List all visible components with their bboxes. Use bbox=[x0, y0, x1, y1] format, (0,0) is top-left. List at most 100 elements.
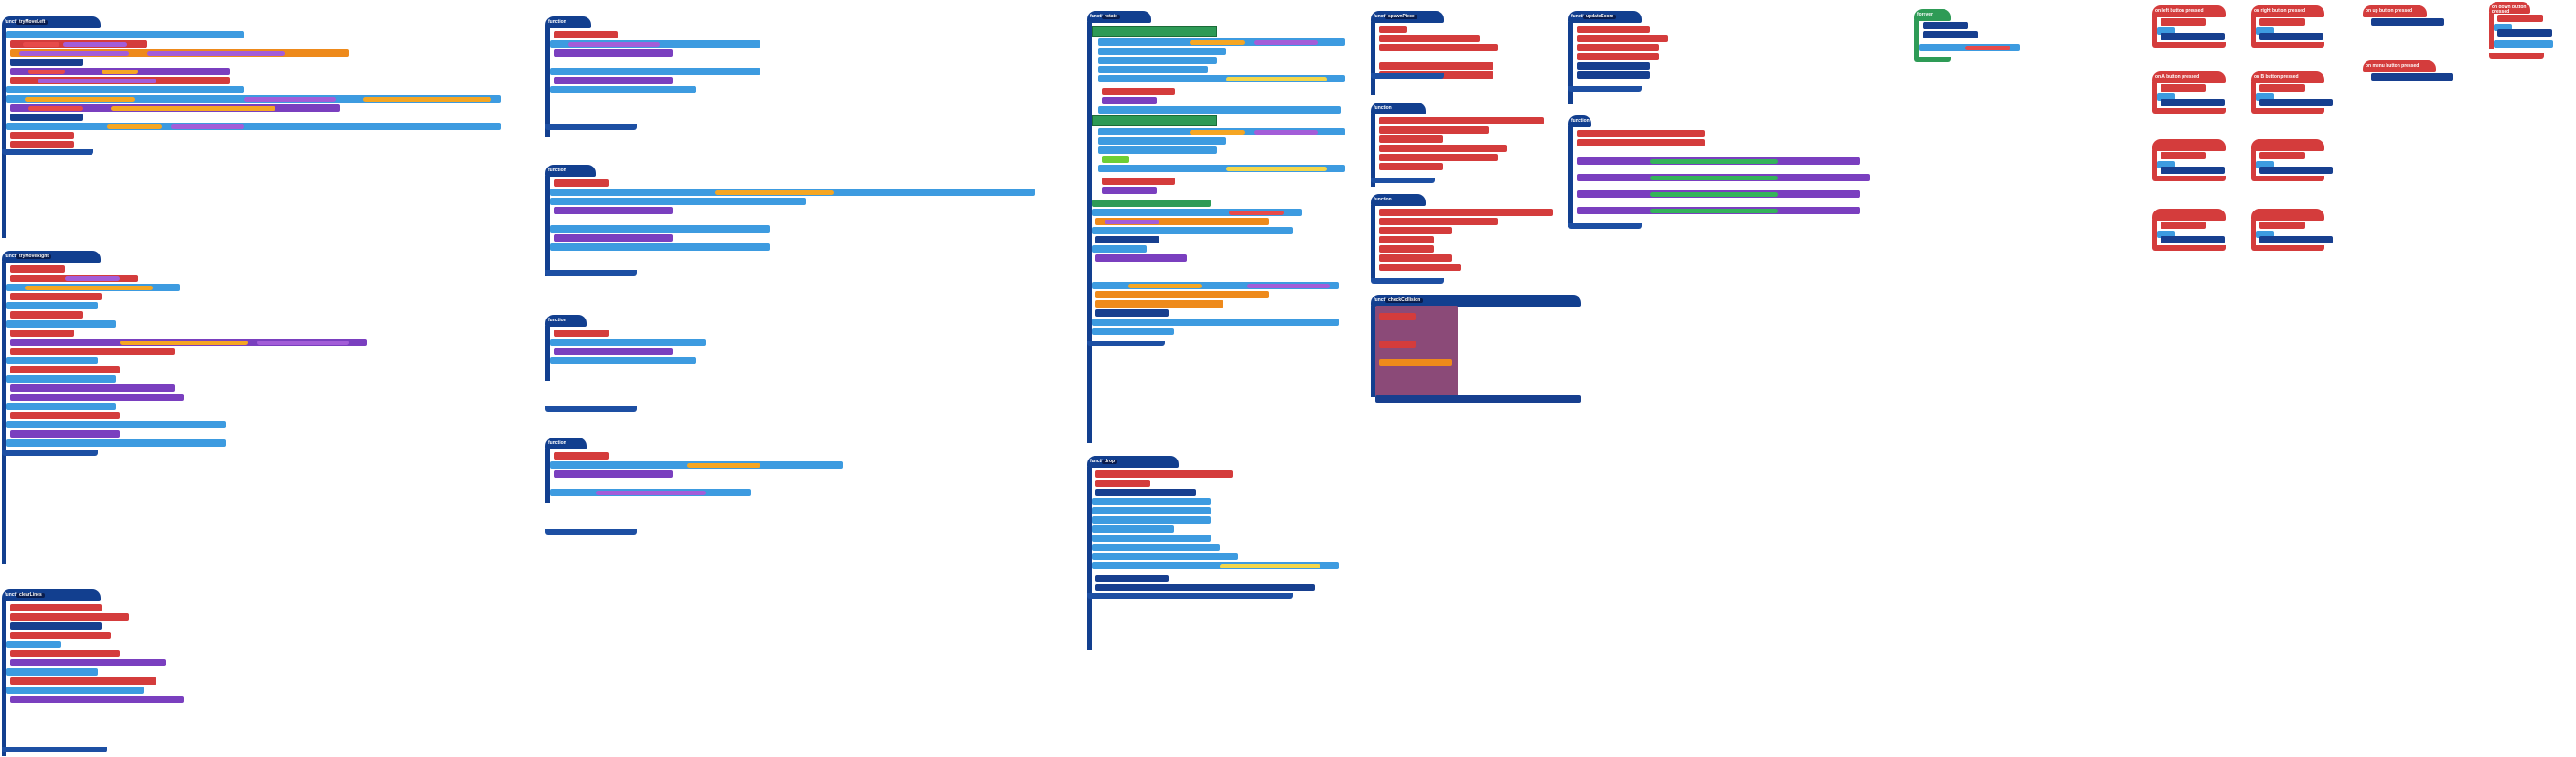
call-block[interactable] bbox=[2161, 167, 2225, 174]
set-variable-block[interactable] bbox=[2161, 18, 2206, 26]
set-variable-block[interactable] bbox=[10, 650, 120, 657]
set-variable-block[interactable] bbox=[10, 677, 156, 685]
call-block[interactable] bbox=[1095, 309, 1169, 317]
event-hat[interactable] bbox=[2251, 139, 2324, 151]
function-name[interactable]: rotate bbox=[1102, 15, 1120, 19]
if-block[interactable] bbox=[1092, 553, 1238, 560]
else-block[interactable] bbox=[550, 86, 696, 93]
set-variable-block[interactable] bbox=[10, 366, 120, 373]
math-block[interactable] bbox=[10, 49, 349, 57]
if-block[interactable] bbox=[1092, 525, 1174, 533]
set-variable-block[interactable] bbox=[1379, 135, 1443, 143]
call-block[interactable] bbox=[1577, 71, 1650, 79]
set-variable-block[interactable] bbox=[1577, 130, 1705, 137]
function-name[interactable]: spawnPiece bbox=[1385, 15, 1417, 19]
call-block[interactable] bbox=[1095, 236, 1159, 243]
event-hat[interactable]: on B button pressed bbox=[2251, 71, 2324, 83]
function-name[interactable]: tryMoveLeft bbox=[16, 20, 49, 25]
if-block[interactable] bbox=[1098, 75, 1345, 82]
function-hat[interactable]: function bbox=[545, 438, 587, 449]
if-block[interactable] bbox=[1098, 57, 1217, 64]
array-set-block[interactable] bbox=[10, 659, 166, 666]
if-block[interactable] bbox=[550, 339, 706, 346]
if-block[interactable] bbox=[1092, 562, 1339, 569]
else-block[interactable] bbox=[1092, 319, 1339, 326]
set-variable-block[interactable] bbox=[1095, 470, 1233, 478]
set-variable-block[interactable] bbox=[1577, 35, 1668, 42]
if-block[interactable] bbox=[2256, 27, 2274, 35]
loop-container[interactable] bbox=[1092, 115, 1217, 126]
set-variable-block[interactable] bbox=[2259, 222, 2305, 229]
set-variable-block[interactable] bbox=[10, 604, 102, 611]
call-block[interactable] bbox=[1095, 584, 1315, 591]
function-name[interactable]: updateScore bbox=[1583, 15, 1617, 19]
set-variable-block[interactable] bbox=[1379, 236, 1434, 243]
if-block[interactable] bbox=[1092, 328, 1174, 335]
else-block[interactable] bbox=[1098, 106, 1341, 114]
call-block[interactable] bbox=[2259, 167, 2333, 174]
if-block[interactable] bbox=[550, 198, 806, 205]
math-block[interactable] bbox=[1095, 291, 1269, 298]
else-block[interactable] bbox=[2494, 40, 2553, 48]
set-variable-block[interactable] bbox=[10, 77, 230, 84]
set-variable-block[interactable] bbox=[10, 40, 147, 48]
set-variable-block[interactable] bbox=[2161, 152, 2206, 159]
if-block[interactable] bbox=[2157, 161, 2175, 168]
loop-block[interactable] bbox=[1092, 200, 1211, 207]
call-block[interactable] bbox=[1095, 575, 1169, 582]
function-hat[interactable]: function bbox=[545, 16, 591, 28]
function-name[interactable]: clearLines bbox=[16, 593, 45, 598]
event-hat[interactable]: on left button pressed bbox=[2152, 5, 2226, 17]
function-hat[interactable]: function bbox=[1371, 103, 1426, 114]
if-block[interactable] bbox=[6, 357, 98, 364]
array-set-block[interactable] bbox=[10, 339, 367, 346]
set-variable-block[interactable] bbox=[10, 265, 65, 273]
set-variable-block[interactable] bbox=[10, 132, 74, 139]
set-variable-block[interactable] bbox=[1379, 44, 1498, 51]
event-hat[interactable]: on right button pressed bbox=[2251, 5, 2324, 17]
set-variable-block[interactable] bbox=[1379, 227, 1452, 234]
set-variable-block[interactable] bbox=[554, 31, 618, 38]
function-hat[interactable]: function tryMoveLeft bbox=[2, 16, 101, 28]
call-block[interactable] bbox=[10, 59, 83, 66]
call-block[interactable] bbox=[1923, 31, 1978, 38]
array-set-block[interactable] bbox=[10, 430, 120, 438]
loop-container[interactable] bbox=[1092, 26, 1217, 37]
array-set-block[interactable] bbox=[1577, 157, 1860, 165]
set-variable-block[interactable] bbox=[1379, 341, 1416, 348]
if-block[interactable] bbox=[1092, 516, 1211, 524]
if-block[interactable] bbox=[6, 320, 116, 328]
function-hat[interactable]: function checkCollision bbox=[1371, 295, 1581, 307]
set-variable-block[interactable] bbox=[1379, 154, 1498, 161]
event-hat[interactable]: on menu button pressed bbox=[2363, 60, 2436, 72]
function-hat[interactable]: function bbox=[545, 315, 587, 327]
else-block[interactable] bbox=[6, 439, 226, 447]
call-block[interactable] bbox=[10, 622, 102, 630]
set-variable-block[interactable] bbox=[2259, 84, 2305, 92]
if-block[interactable] bbox=[1098, 165, 1345, 172]
if-block[interactable] bbox=[2157, 27, 2175, 35]
function-name[interactable]: checkCollision bbox=[1385, 298, 1424, 303]
set-variable-block[interactable] bbox=[2161, 222, 2206, 229]
set-variable-block[interactable] bbox=[1102, 88, 1175, 95]
call-block[interactable] bbox=[2259, 99, 2333, 106]
set-variable-block[interactable] bbox=[1095, 480, 1150, 487]
if-block[interactable] bbox=[1098, 146, 1217, 154]
function-name[interactable]: drop bbox=[1102, 460, 1118, 464]
function-hat[interactable]: function updateScore bbox=[1568, 11, 1642, 23]
if-block[interactable] bbox=[550, 68, 760, 75]
if-block[interactable] bbox=[1092, 544, 1220, 551]
math-block[interactable] bbox=[1095, 218, 1269, 225]
set-variable-block[interactable] bbox=[10, 311, 83, 319]
if-block[interactable] bbox=[2256, 93, 2274, 101]
call-block[interactable] bbox=[1577, 62, 1650, 70]
call-block[interactable] bbox=[1095, 489, 1196, 496]
set-variable-block[interactable] bbox=[10, 293, 102, 300]
set-variable-block[interactable] bbox=[1379, 245, 1434, 253]
function-hat[interactable]: function clearLines bbox=[2, 589, 101, 601]
array-set-block[interactable] bbox=[554, 348, 673, 355]
set-variable-block[interactable] bbox=[1379, 117, 1544, 124]
event-hat[interactable] bbox=[2251, 209, 2324, 221]
call-block[interactable] bbox=[2371, 18, 2444, 26]
event-hat[interactable] bbox=[2152, 139, 2226, 151]
